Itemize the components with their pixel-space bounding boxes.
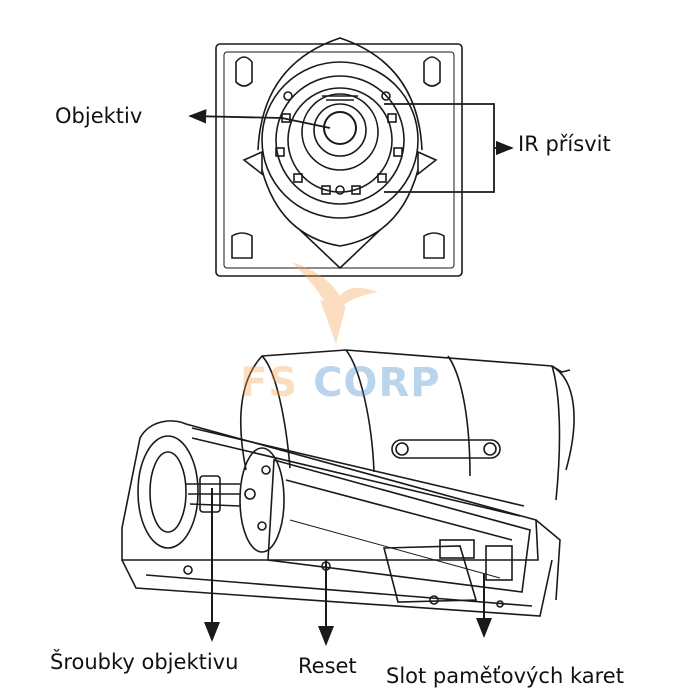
watermark-brand-a: FS xyxy=(240,360,299,406)
watermark-bird-icon xyxy=(292,262,378,344)
objektiv-pointer xyxy=(188,109,331,129)
camera-front-view xyxy=(215,37,463,277)
label-objektiv: Objektiv xyxy=(55,104,143,128)
watermark-brand-b: CORP xyxy=(313,360,441,406)
camera-housing-open xyxy=(121,349,575,617)
watermark-text: FS CORP xyxy=(240,360,441,406)
label-slot-pametovych-karet: Slot paměťových karet xyxy=(386,664,624,688)
ir-pointer xyxy=(384,103,514,193)
label-ir-prisvit: IR přísvit xyxy=(518,132,611,156)
label-sroubky-objektivu: Šroubky objektivu xyxy=(50,650,239,674)
label-reset: Reset xyxy=(298,654,357,678)
